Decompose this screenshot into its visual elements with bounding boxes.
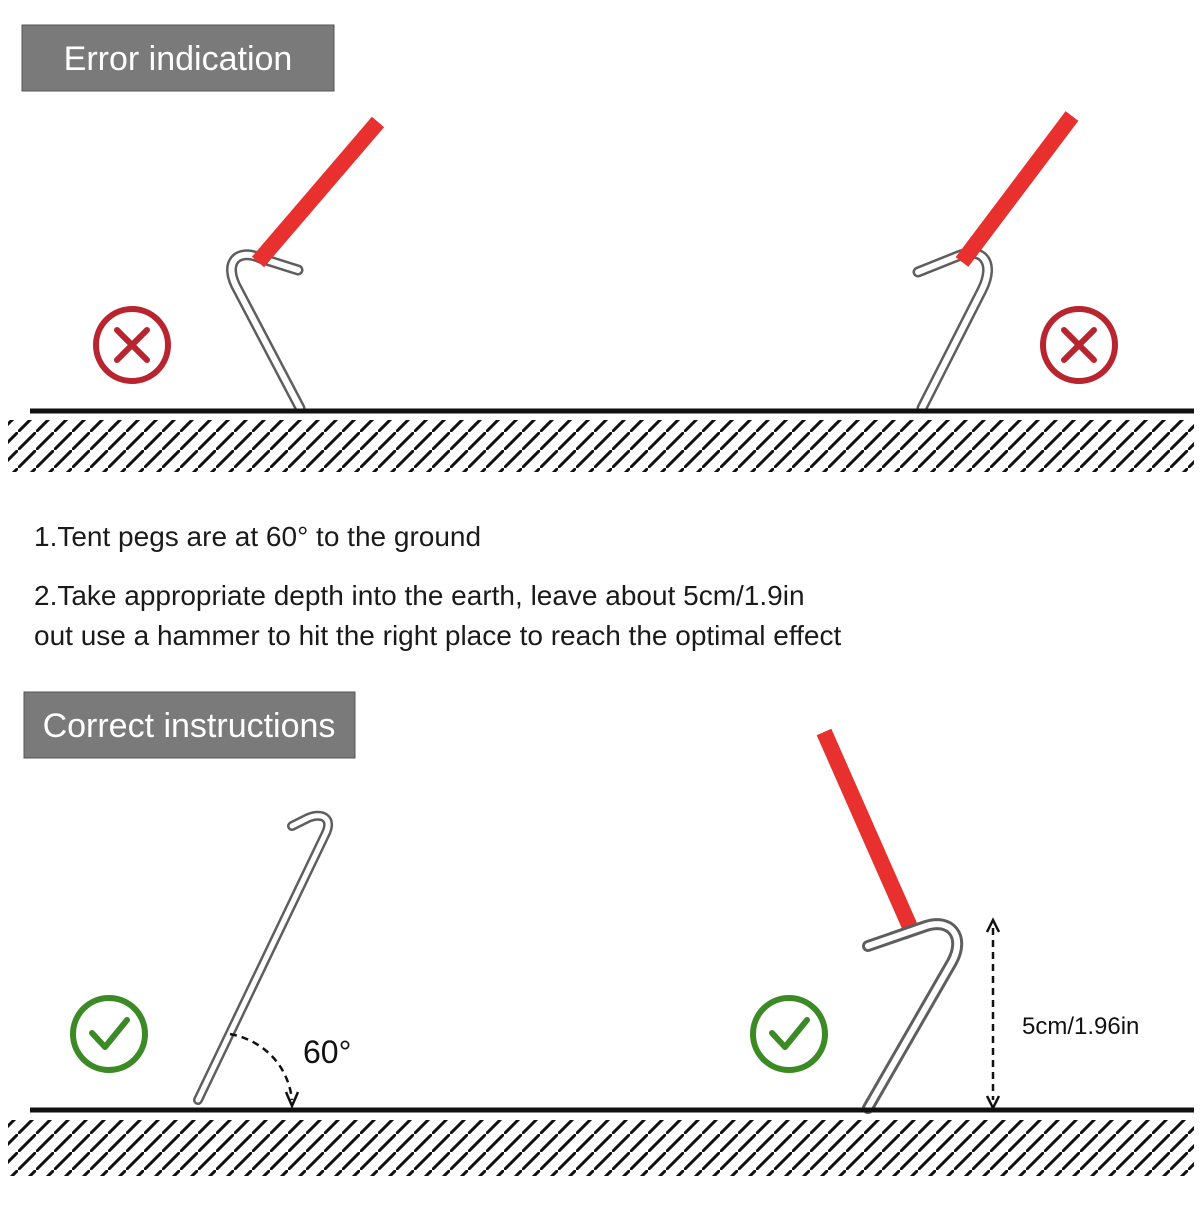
instruction-line-1: 1.Tent pegs are at 60° to the ground <box>34 521 481 552</box>
check-icon <box>750 995 828 1073</box>
check-icon <box>70 995 148 1073</box>
height-label: 5cm/1.96in <box>1022 1013 1139 1040</box>
wrong-peg-right <box>912 111 1079 414</box>
correct-peg-angled <box>193 810 334 1105</box>
ground-bottom <box>8 1107 1194 1176</box>
error-section: Error indication <box>8 24 1194 472</box>
rope-left <box>251 116 385 268</box>
cross-icon <box>1040 306 1118 384</box>
rope-right <box>955 111 1079 267</box>
cross-icon <box>93 306 171 384</box>
error-label-tag: Error indication <box>21 24 335 92</box>
correct-label: Correct instructions <box>43 707 336 745</box>
wrong-peg-left <box>226 116 385 414</box>
correct-peg-upright <box>816 728 964 1114</box>
instruction-line-3: out use a hammer to hit the right place … <box>34 620 841 651</box>
instruction-line-2: 2.Take appropriate depth into the earth,… <box>34 580 805 611</box>
ground-top <box>8 408 1194 472</box>
rope-correct <box>816 728 922 940</box>
angle-label: 60° <box>303 1034 351 1070</box>
height-indicator: 5cm/1.96in <box>985 917 1139 1111</box>
angle-indicator: 60° <box>229 1032 351 1110</box>
instructions: 1.Tent pegs are at 60° to the ground 2.T… <box>34 521 841 651</box>
correct-label-tag: Correct instructions <box>23 691 356 759</box>
correct-section: Correct instructions 60° 5cm/1.96in <box>8 691 1194 1176</box>
error-label: Error indication <box>64 40 293 78</box>
